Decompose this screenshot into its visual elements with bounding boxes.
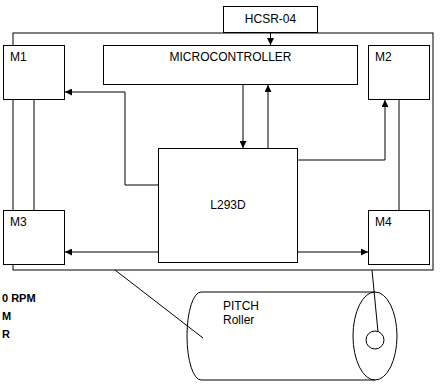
side-note: M [2, 310, 11, 322]
motor-link [399, 100, 400, 210]
outer-frame [13, 33, 433, 270]
support-line [372, 270, 378, 332]
node-label: HCSR-04 [245, 13, 296, 27]
roller-axle [366, 331, 384, 349]
roller-body [187, 292, 375, 380]
motor-link [34, 100, 35, 210]
motor-box: M2 [368, 45, 430, 100]
side-note: R [2, 328, 10, 340]
node-label: MICROCONTROLLER [169, 51, 291, 65]
signal-arrow [243, 85, 244, 148]
side-note: 0 RPM [2, 292, 36, 304]
node-label: M3 [10, 216, 58, 230]
motor-box: M1 [3, 45, 65, 100]
support-line [115, 270, 203, 338]
node-label: M2 [375, 51, 423, 65]
motor-box: M4 [368, 210, 430, 265]
pitch-roller: PITCH Roller [185, 290, 400, 382]
sensor-box: HCSR-04 [223, 6, 318, 33]
roller-outline [185, 290, 400, 382]
controller-box: MICROCONTROLLER [103, 45, 358, 85]
signal-arrow [298, 252, 368, 253]
signal-arrow [65, 252, 158, 253]
signal-arrow [268, 85, 269, 148]
signal-arrow [298, 100, 385, 160]
roller-end [353, 292, 397, 380]
motor-box: M3 [3, 210, 65, 265]
node-label: M1 [10, 51, 58, 65]
signal-arrow [65, 92, 158, 185]
node-label: M4 [375, 216, 423, 230]
driver-box: L293D [158, 148, 298, 263]
node-label: L293D [210, 199, 245, 213]
signal-arrow [270, 33, 271, 45]
node-label: PITCH Roller [223, 300, 273, 328]
